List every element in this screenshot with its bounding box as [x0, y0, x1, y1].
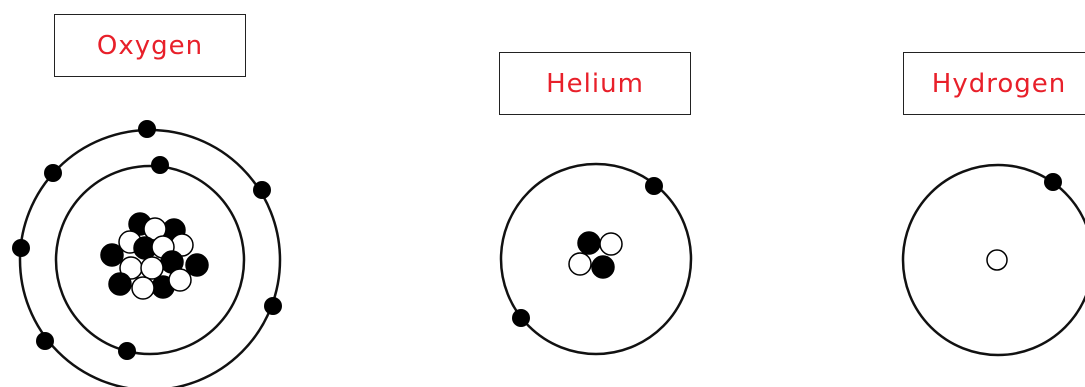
electron — [1044, 173, 1062, 191]
helium-label: Helium — [546, 68, 644, 99]
oxygen-label-box: Oxygen — [54, 14, 246, 77]
oxygen-nucleus — [100, 212, 209, 300]
hydrogen-shell — [901, 163, 1085, 357]
helium-atom — [499, 162, 693, 356]
neutron — [591, 255, 615, 279]
proton — [568, 252, 592, 276]
neutron — [108, 272, 132, 296]
proton — [131, 276, 155, 300]
neutron — [185, 253, 209, 277]
hydrogen-label-box: Hydrogen — [903, 52, 1085, 115]
oxygen-inner-shell — [54, 164, 246, 356]
neutron — [577, 231, 601, 255]
proton — [168, 268, 192, 292]
helium-shell — [499, 162, 693, 356]
electron — [44, 164, 62, 182]
hydrogen-atom — [901, 163, 1085, 357]
proton — [986, 249, 1008, 271]
helium-label-box: Helium — [499, 52, 691, 115]
helium-nucleus — [568, 231, 623, 279]
electron — [118, 342, 136, 360]
oxygen-atom — [12, 120, 282, 387]
hydrogen-label: Hydrogen — [931, 68, 1067, 99]
electron — [151, 156, 169, 174]
oxygen-label: Oxygen — [96, 30, 204, 61]
electron — [138, 120, 156, 138]
proton — [140, 256, 164, 280]
electron — [253, 181, 271, 199]
electron — [645, 177, 663, 195]
neutron — [100, 243, 124, 267]
electron — [512, 309, 530, 327]
proton — [599, 232, 623, 256]
electron — [264, 297, 282, 315]
electron — [36, 332, 54, 350]
electron — [12, 239, 30, 257]
